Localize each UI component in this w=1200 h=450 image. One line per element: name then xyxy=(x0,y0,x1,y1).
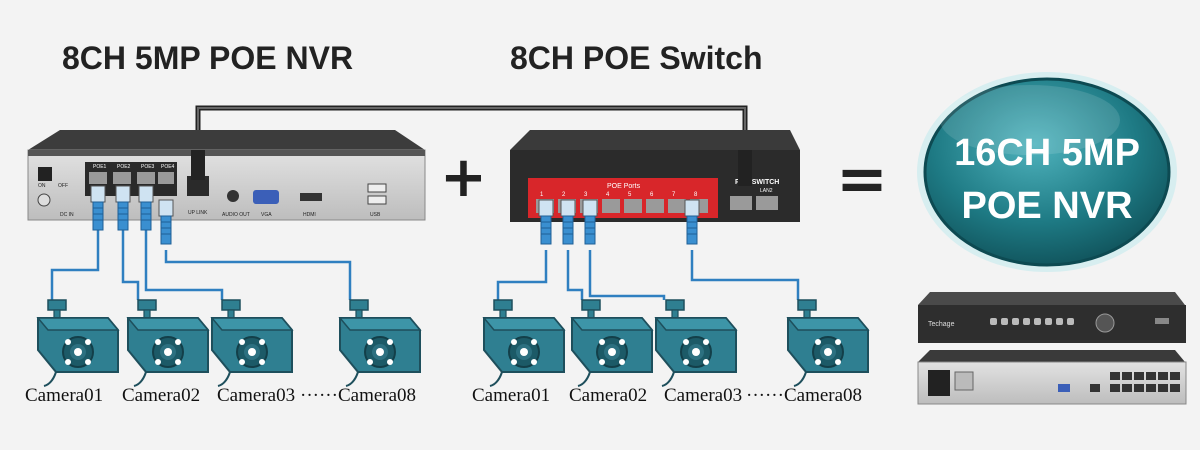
poe4-label: POE4 xyxy=(161,164,175,170)
nvr-off-label: OFF xyxy=(58,183,68,189)
product-nvr-front: Techage xyxy=(918,292,1186,343)
uplink-label: UP LINK xyxy=(188,210,208,216)
poe2-label: POE2 xyxy=(117,164,131,170)
badge-line-2: POE NVR xyxy=(961,185,1132,227)
camera-icon xyxy=(211,299,293,387)
camera-icon xyxy=(127,299,209,387)
switch-title: 8CH POE Switch xyxy=(510,40,763,76)
camera-icon xyxy=(655,299,737,387)
camera-label-left-3: Camera03 xyxy=(217,385,296,406)
camera-icon xyxy=(571,299,653,387)
nvr-cable-plug-4 xyxy=(158,199,174,245)
switch-cable-plug-2 xyxy=(560,199,576,245)
result-badge: 16CH 5MP POE NVR xyxy=(917,72,1177,272)
product-brand: Techage xyxy=(928,321,955,328)
nvr-title: 8CH 5MP POE NVR xyxy=(62,40,354,76)
poe1-label: POE1 xyxy=(93,164,107,170)
camera-label-left-8: ······Camera08 xyxy=(300,385,417,406)
equals-operator: = xyxy=(836,142,888,215)
switch-port-number: 6 xyxy=(650,192,654,198)
switch-port-number: 7 xyxy=(672,192,676,198)
nvr-dcin-label: DC IN xyxy=(60,212,74,218)
hdmi-label: HDMI xyxy=(303,212,316,218)
badge-line-1: 16CH 5MP xyxy=(954,132,1140,174)
switch-cable-plug-4 xyxy=(684,199,700,245)
nvr-on-label: ON xyxy=(38,183,46,189)
switch-poe-header: POE Ports xyxy=(607,183,641,190)
switch-brand: POE SWITCH xyxy=(735,179,779,186)
switch-lan-label: LAN2 xyxy=(760,188,773,194)
camera-icon xyxy=(787,299,869,387)
audio-out-label: AUDIO OUT xyxy=(222,212,250,218)
switch-port-number: 2 xyxy=(562,192,566,198)
plus-operator: + xyxy=(440,145,487,210)
vga-label: VGA xyxy=(261,212,272,218)
switch-port-number: 8 xyxy=(694,192,698,198)
camera-icon xyxy=(483,299,565,387)
nvr-cable-plug-2 xyxy=(115,185,131,231)
nvr-uplink-plug xyxy=(191,150,205,180)
camera-label-right-2: Camera02 xyxy=(569,385,648,406)
camera-label-left-1: Camera01 xyxy=(25,385,104,406)
camera-label-right-1: Camera01 xyxy=(472,385,551,406)
switch-port xyxy=(602,199,620,213)
switch-uplink-plug xyxy=(738,150,752,186)
switch-cable-plug-1 xyxy=(538,199,554,245)
switch-port xyxy=(668,199,686,213)
switch-port-number: 3 xyxy=(584,192,588,198)
poe3-label: POE3 xyxy=(141,164,155,170)
camera-label-right-8: ······Camera08 xyxy=(746,385,863,406)
nvr-cable-plug-3 xyxy=(138,185,154,231)
nvr-cable-plug-1 xyxy=(90,185,106,231)
switch-port-number: 1 xyxy=(540,192,544,198)
usb-label: USB xyxy=(370,212,381,218)
switch-port-number: 4 xyxy=(606,192,610,198)
switch-port xyxy=(646,199,664,213)
camera-label-right-3: Camera03 xyxy=(664,385,743,406)
camera-icon xyxy=(339,299,421,387)
switch-port xyxy=(624,199,642,213)
product-nvr-rear xyxy=(917,350,1187,405)
nvr-device: ON OFF DC IN POE1 POE2 POE3 POE4 UP LINK… xyxy=(27,130,426,221)
camera-icon xyxy=(37,299,119,387)
switch-port-number: 5 xyxy=(628,192,632,198)
left-cables xyxy=(50,230,352,300)
camera-label-left-2: Camera02 xyxy=(122,385,201,406)
switch-cable-plug-3 xyxy=(582,199,598,245)
right-cables xyxy=(496,250,800,300)
